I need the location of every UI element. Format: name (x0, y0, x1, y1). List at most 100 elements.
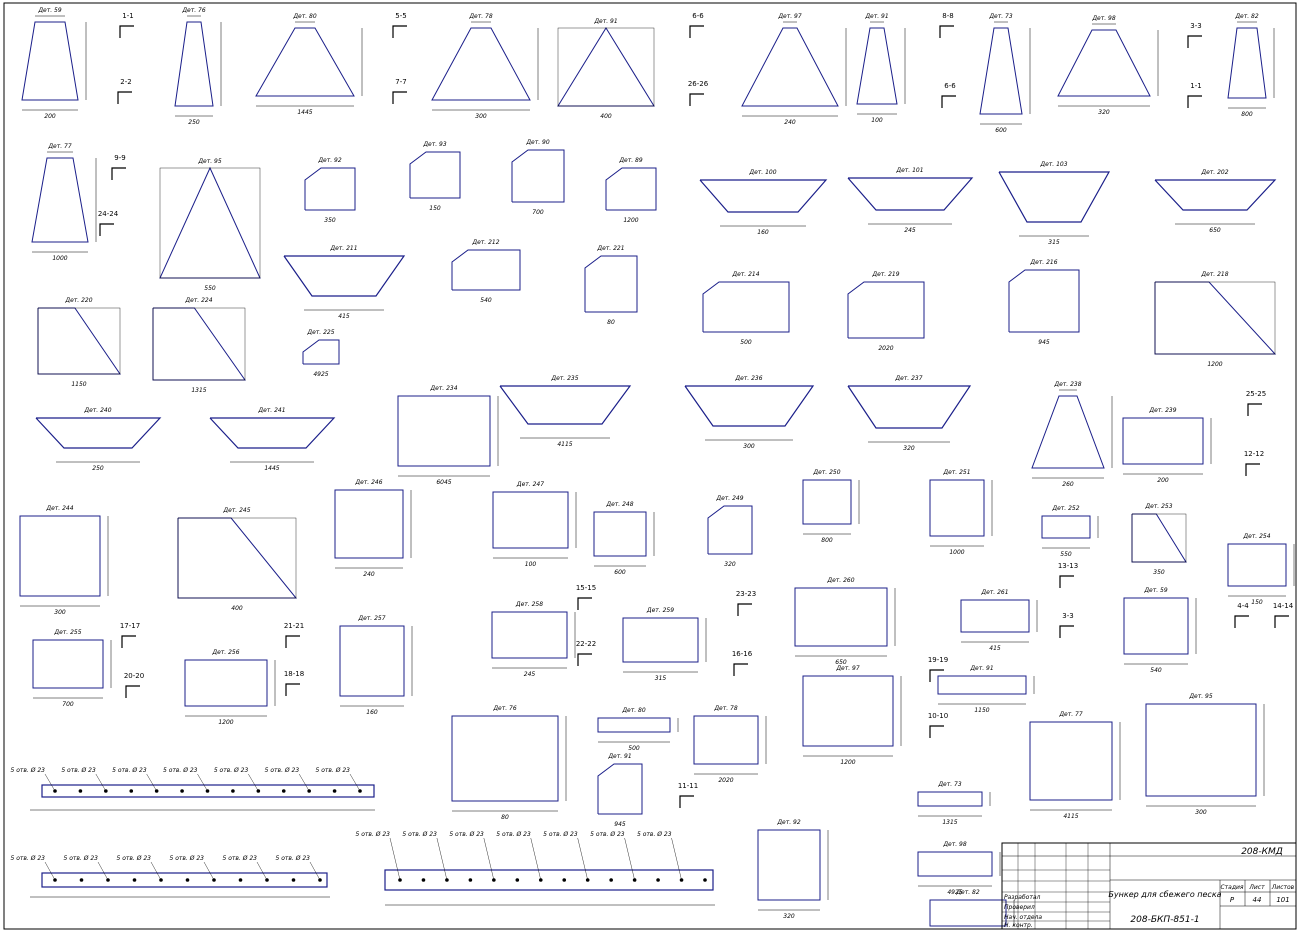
part-outline (152, 307, 246, 381)
section-label: 4-4 (1237, 602, 1249, 610)
stage-header: Стадия (1220, 884, 1243, 891)
part-outline (1041, 515, 1091, 539)
section-profile (119, 25, 134, 38)
part-outline (929, 479, 985, 537)
dimension-label: 945 (1038, 339, 1050, 346)
section-label: 15-15 (576, 584, 596, 592)
dimension-label: 160 (366, 709, 378, 716)
dimension-label: 320 (1098, 109, 1110, 116)
dimension-label: 650 (835, 659, 847, 666)
dimension-label: 400 (231, 605, 243, 612)
section-label: 3-3 (1062, 612, 1073, 620)
role-developer: Разработал (1004, 894, 1041, 901)
dimension-label: 245 (524, 671, 536, 678)
part-label: Дет. 92 (317, 157, 342, 164)
section-view: 8-8 (939, 12, 954, 38)
part-drawing: 245 Дет. 258 (491, 601, 576, 678)
hole-note: 5 отв. Ø 23 (265, 767, 300, 774)
section-label: 8-8 (942, 12, 953, 20)
bolt-hole (256, 789, 261, 793)
section-view: 5-5 (392, 12, 407, 38)
leader-line (298, 773, 310, 792)
dimension-label: 415 (989, 645, 1001, 652)
part-outline (1145, 703, 1257, 797)
section-view: 2-2 (117, 78, 132, 104)
stage-value: Р (1230, 896, 1235, 904)
object-title: Бункер для сбежего песка (1108, 890, 1221, 899)
section-label: 16-16 (732, 650, 753, 658)
hole-note: 5 отв. Ø 23 (543, 831, 578, 838)
sheet-frame (3, 2, 1297, 930)
part-outline (1122, 417, 1204, 465)
part-label: Дет. 91 (593, 18, 617, 25)
part-outline (159, 166, 261, 279)
dimension-label: 250 (188, 119, 200, 126)
dimension-label: 150 (1251, 599, 1263, 606)
hole-note: 5 отв. Ø 23 (402, 831, 437, 838)
dimension-label: 300 (1195, 809, 1207, 816)
section-view: 25-25 (1246, 390, 1266, 416)
part-label: Дет. 236 (734, 375, 762, 382)
leader-line (95, 773, 107, 792)
dimension-label: 2020 (878, 345, 893, 352)
bolt-hole (609, 878, 613, 882)
leader-line (97, 861, 109, 881)
part-label: Дет. 93 (422, 141, 447, 148)
dimension-frame (1131, 513, 1187, 563)
section-label: 20-20 (124, 672, 144, 680)
bolt-hole (421, 878, 426, 882)
part-outline (409, 151, 461, 199)
dimension-label: 1445 (297, 109, 312, 116)
section-view: 10-10 (928, 712, 948, 738)
part-outline (1008, 269, 1080, 333)
part-label: Дет. 212 (471, 239, 499, 246)
section-label: 13-13 (1058, 562, 1078, 570)
beam-detail-1 (30, 784, 375, 811)
part-outline (35, 417, 162, 449)
dimension-label: 540 (480, 297, 492, 304)
part-outline (998, 171, 1111, 223)
hole-note: 5 отв. Ø 23 (112, 767, 147, 774)
dimension-frame (37, 307, 121, 375)
leader-line (44, 861, 56, 881)
leader-line (436, 837, 448, 881)
dimension-label: 550 (204, 285, 216, 292)
section-profile (733, 663, 748, 676)
hole-note: 5 отв. Ø 23 (163, 767, 198, 774)
part-outline (1123, 597, 1189, 655)
bolt-hole (703, 878, 707, 882)
bolt-hole (656, 878, 660, 882)
part-label: Дет. 98 (1091, 15, 1116, 22)
part-outline (622, 617, 699, 663)
part-outline (451, 715, 559, 802)
dimension-label: 250 (92, 465, 104, 472)
part-outline (21, 21, 79, 101)
hole-note: 5 отв. Ø 23 (169, 855, 204, 862)
part-label: Дет. 59 (1143, 587, 1168, 594)
section-profile (1245, 463, 1260, 476)
part-label: Дет. 258 (515, 601, 543, 608)
section-label: 10-10 (928, 712, 948, 720)
part-label: Дет. 257 (357, 615, 385, 622)
hole-note: 5 отв. Ø 23 (222, 855, 257, 862)
section-label: 11-11 (678, 782, 698, 790)
section-label: 17-17 (120, 622, 140, 630)
part-label: Дет. 80 (292, 13, 317, 20)
part-label: Дет. 76 (492, 705, 517, 712)
section-profile (577, 597, 592, 610)
part-label: Дет. 73 (988, 13, 1013, 20)
